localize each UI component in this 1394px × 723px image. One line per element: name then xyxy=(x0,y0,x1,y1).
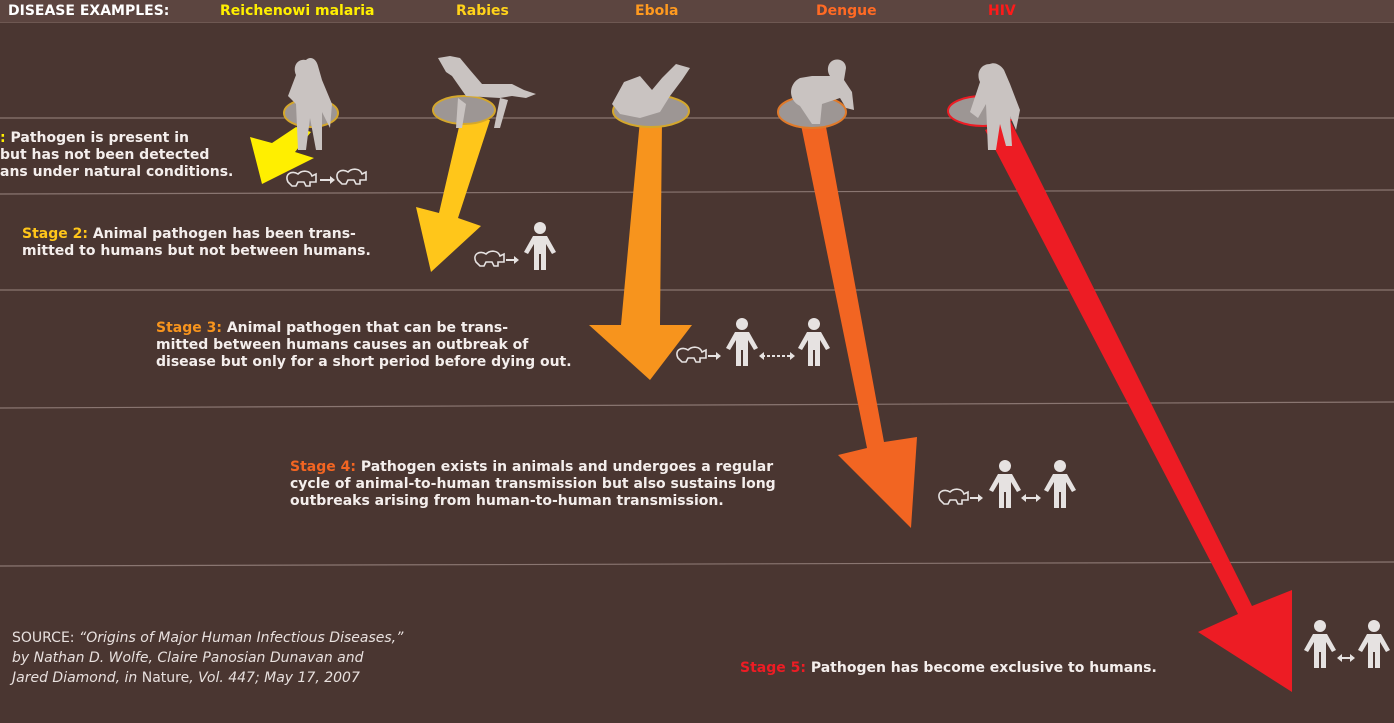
bat-portal xyxy=(612,64,690,127)
source-prefix: SOURCE: xyxy=(12,630,75,646)
stage5-label: Stage 5: xyxy=(740,660,806,676)
stage5-line1: Pathogen has become exclusive to humans. xyxy=(811,660,1157,676)
stage1-transmission-icon xyxy=(287,169,366,186)
stage2-line2: mitted to humans but not between humans. xyxy=(22,243,371,260)
stage3-transmission-icon xyxy=(677,318,830,366)
stage4-description: Stage 4: Pathogen exists in animals and … xyxy=(290,459,776,510)
stage1-description: : Pathogen is present in but has not bee… xyxy=(0,130,233,181)
source-authors-end: Jared Diamond, in xyxy=(12,670,137,686)
stage2-line1: Animal pathogen has been trans- xyxy=(93,226,356,242)
stage3-arrow xyxy=(589,120,692,380)
stage3-label: Stage 3: xyxy=(156,320,222,336)
stage5-description: Stage 5: Pathogen has become exclusive t… xyxy=(740,660,1157,677)
dog-portal xyxy=(433,56,536,128)
stage1-line3: ans under natural conditions. xyxy=(0,164,233,181)
divider-5 xyxy=(0,562,1394,566)
divider-2 xyxy=(0,190,1394,194)
stage1-label: : xyxy=(0,130,6,146)
stage2-description: Stage 2: Animal pathogen has been trans-… xyxy=(22,226,371,260)
stage1-line1: Pathogen is present in xyxy=(10,130,189,146)
stage4-line3: outbreaks arising from human-to-human tr… xyxy=(290,493,776,510)
stage4-line2: cycle of animal-to-human transmission bu… xyxy=(290,476,776,493)
stage2-transmission-icon xyxy=(475,222,556,270)
stage3-line3: disease but only for a short period befo… xyxy=(156,354,572,371)
source-details: , Vol. 447; May 17, 2007 xyxy=(189,670,360,686)
source-journal: Nature xyxy=(142,670,189,686)
stage5-transmission-icon xyxy=(1304,620,1390,668)
stage4-label: Stage 4: xyxy=(290,459,356,475)
stage3-line2: mitted between humans causes an outbreak… xyxy=(156,337,572,354)
stage3-line1: Animal pathogen that can be trans- xyxy=(227,320,508,336)
monkey-portal xyxy=(778,59,854,128)
stage4-transmission-icon xyxy=(939,460,1076,508)
stage4-line1: Pathogen exists in animals and undergoes… xyxy=(361,459,773,475)
stage5-arrow xyxy=(985,120,1292,692)
stage1-line2: but has not been detected xyxy=(0,147,233,164)
hiv-chimp-portal xyxy=(948,63,1020,150)
divider-4 xyxy=(0,402,1394,408)
source-citation: SOURCE: “Origins of Major Human Infectio… xyxy=(12,628,403,688)
stage2-label: Stage 2: xyxy=(22,226,88,242)
source-title: “Origins of Major Human Infectious Disea… xyxy=(79,630,403,646)
source-by: by Nathan D. Wolfe, Claire Panosian Duna… xyxy=(12,650,364,666)
stage3-description: Stage 3: Animal pathogen that can be tra… xyxy=(156,320,572,371)
